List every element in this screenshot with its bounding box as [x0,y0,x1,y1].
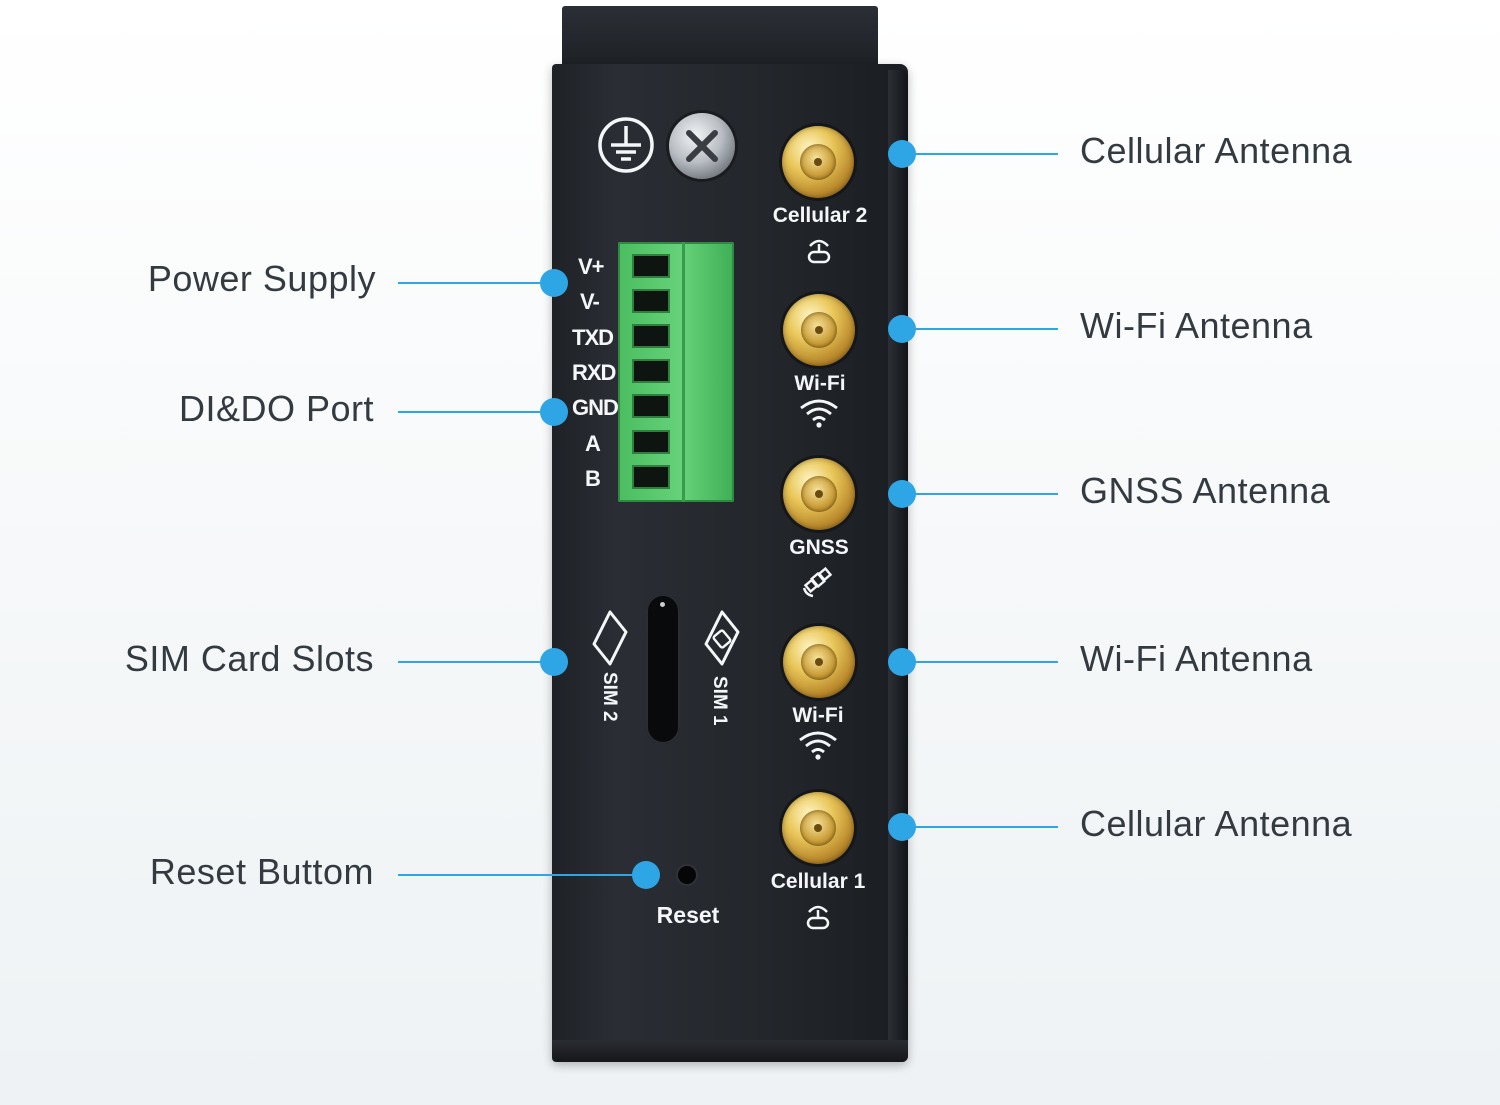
sma-connector-gnss [783,458,855,530]
sma-connector-cellular-1 [782,792,854,864]
terminal-divider [682,242,685,502]
leader-line [902,328,1058,330]
sma-connector-wifi-1 [783,294,855,366]
pin-label-txd: TXD [572,325,614,350]
sma-connector-wifi-2 [783,626,855,698]
callout-dot [888,480,916,508]
leader-line [902,153,1058,155]
antenna-label-wifi-1: Wi-Fi [794,372,846,395]
leader-line [902,661,1058,663]
leader-line [902,493,1058,495]
reset-label: Reset [656,902,720,928]
pin-label-a: A [585,431,601,456]
pin-label-v-plus: V+ [578,254,605,279]
sim-card-icon [592,610,628,666]
callout-dot [888,813,916,841]
cellular-icon [806,905,830,930]
terminal-slot [632,394,670,418]
leader-line [398,411,554,413]
callout-wifi-antenna-top: Wi-Fi Antenna [1080,305,1313,346]
sim-label-2: SIM 2 [599,672,620,722]
callout-di-do-port: DI&DO Port [178,388,374,429]
ground-icon [598,117,654,173]
callout-power-supply: Power Supply [147,258,376,299]
callout-dot [540,648,568,676]
pin-label-v-minus: V- [580,289,600,314]
router-front-panel [552,64,908,1062]
pin-label-rxd: RXD [572,360,616,385]
callout-dot [632,861,660,889]
terminal-slot [632,324,670,348]
terminal-slot [632,465,670,489]
satellite-icon [802,566,833,598]
router-side-edge [888,70,908,1060]
callout-dot [888,315,916,343]
router-bottom-edge [552,1040,908,1062]
leader-line [398,282,554,284]
sim-card-icon [704,610,740,666]
sim-label-1: SIM 1 [709,676,730,726]
terminal-slot [632,289,670,313]
callout-dot [540,269,568,297]
antenna-label-cellular-2: Cellular 2 [772,204,868,227]
callout-wifi-antenna-bottom: Wi-Fi Antenna [1080,638,1313,679]
terminal-slot [632,254,670,278]
callout-dot [888,648,916,676]
pin-label-b: B [585,466,601,491]
reset-button-hole [678,866,696,884]
callout-dot [540,398,568,426]
callout-sim-card-slots: SIM Card Slots [124,638,374,679]
wifi-icon [799,731,837,760]
leader-line [902,826,1058,828]
callout-dot [888,140,916,168]
antenna-label-gnss: GNSS [789,536,849,559]
pin-label-gnd: GND [572,395,619,420]
leader-line [398,874,646,876]
leader-line [398,661,554,663]
callout-cellular-antenna-bottom: Cellular Antenna [1080,803,1353,844]
sma-connector-cellular-2 [782,126,854,198]
antenna-label-cellular-1: Cellular 1 [770,870,866,893]
cellular-icon [807,239,831,264]
antenna-label-wifi-2: Wi-Fi [792,704,844,727]
sim-card-slot [646,594,680,744]
terminal-slot [632,359,670,383]
callout-cellular-antenna-top: Cellular Antenna [1080,130,1353,171]
wifi-icon [800,399,838,428]
ground-screw [669,113,735,179]
callout-reset-button: Reset Buttom [149,851,374,892]
callout-gnss-antenna: GNSS Antenna [1080,470,1331,511]
terminal-slot [632,430,670,454]
